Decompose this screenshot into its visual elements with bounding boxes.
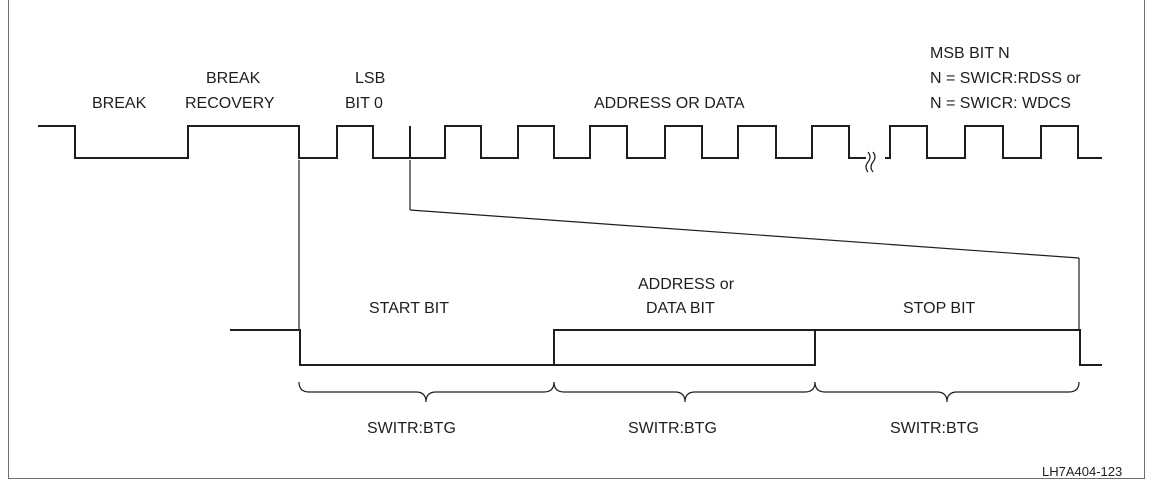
label-msb-line3: N = SWICR: WDCS	[930, 95, 1071, 112]
label-start-bit: START BIT	[369, 300, 449, 317]
label-address-data-line2: DATA BIT	[646, 300, 715, 317]
label-msb-line2: N = SWICR:RDSS or	[930, 70, 1081, 87]
timing-brace-2	[553, 381, 816, 403]
diagram-frame	[8, 0, 1145, 479]
bottom-waveform	[230, 329, 1102, 366]
label-break-recovery-line2: RECOVERY	[185, 95, 275, 112]
label-address-or-data: ADDRESS OR DATA	[594, 95, 745, 112]
label-address-data-line1: ADDRESS or	[638, 276, 735, 293]
timing-brace-3	[814, 381, 1080, 403]
label-lsb-line1: LSB	[355, 70, 385, 87]
label-break: BREAK	[92, 95, 147, 112]
label-lsb-line2: BIT 0	[345, 95, 383, 112]
label-stop-bit: STOP BIT	[903, 300, 976, 317]
figure-id: LH7A404-123	[1042, 464, 1122, 479]
label-msb-line1: MSB BIT N	[930, 45, 1010, 62]
bottom-waveform-data-bit-low	[554, 330, 816, 366]
timing-brace-1	[298, 381, 555, 403]
zoom-line-diagonal	[409, 209, 1080, 259]
break-symbol	[865, 151, 876, 173]
top-waveform	[38, 125, 1102, 159]
label-break-recovery-line1: BREAK	[206, 70, 261, 87]
label-timing-3: SWITR:BTG	[890, 420, 979, 437]
label-timing-1: SWITR:BTG	[367, 420, 456, 437]
label-timing-2: SWITR:BTG	[628, 420, 717, 437]
